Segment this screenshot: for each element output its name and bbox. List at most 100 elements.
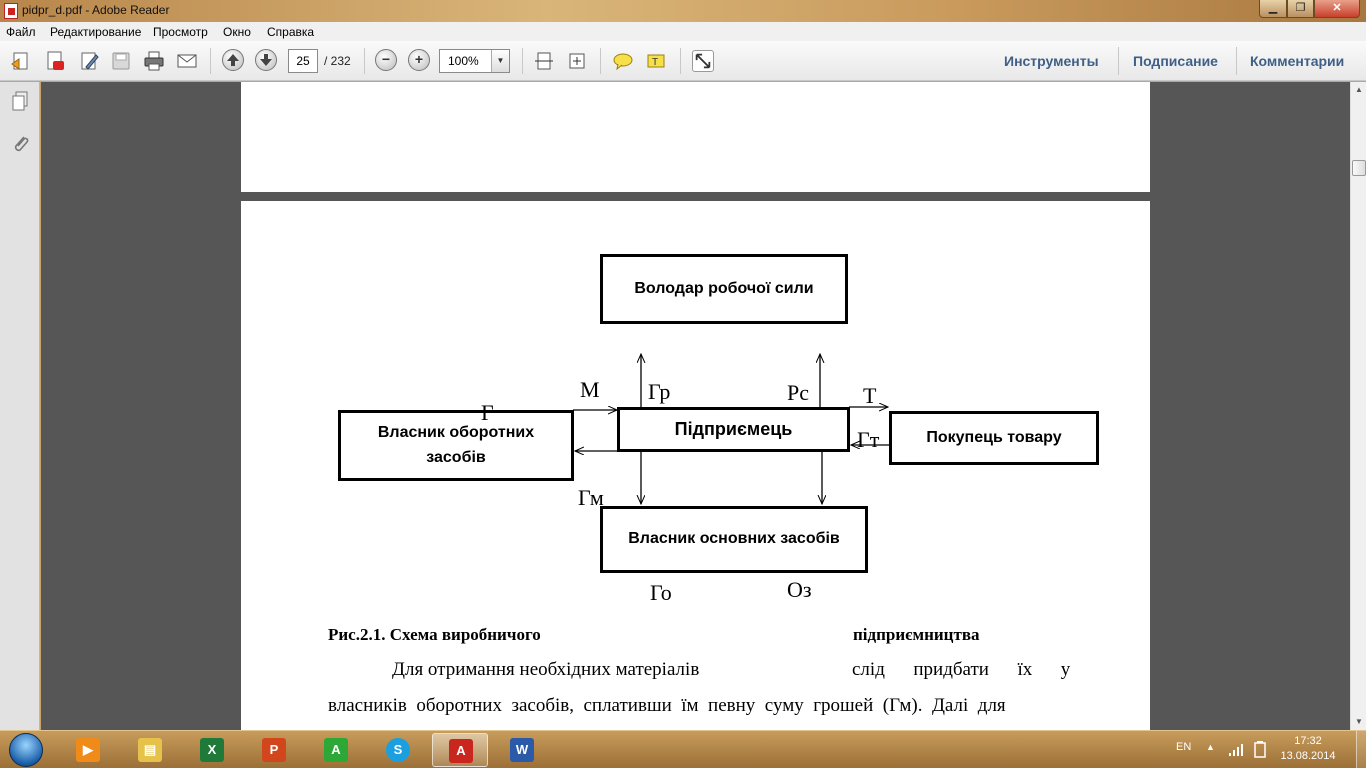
save-icon[interactable] — [110, 50, 132, 72]
label-g: Г — [481, 400, 494, 425]
menu-view[interactable]: Просмотр — [153, 25, 208, 39]
start-button[interactable] — [5, 731, 49, 768]
comments-link[interactable]: Комментарии — [1250, 53, 1345, 69]
diagram-arrows — [573, 201, 889, 730]
close-button[interactable]: ✕ — [1314, 0, 1360, 18]
show-desktop-button[interactable] — [1356, 731, 1366, 768]
taskbar-skype[interactable]: S — [370, 733, 426, 767]
node-labor-owner-label: Володар робочої сили — [634, 279, 814, 297]
menu-edit[interactable]: Редактирование — [50, 25, 142, 39]
page-total: / 232 — [324, 54, 351, 68]
sign-link[interactable]: Подписание — [1133, 53, 1218, 69]
vertical-scrollbar[interactable]: ▲ ▼ — [1350, 82, 1366, 730]
next-page-button[interactable] — [255, 49, 277, 71]
folder-icon: ▤ — [138, 738, 162, 762]
taskbar-excel[interactable]: X — [184, 733, 240, 767]
language-indicator[interactable]: EN — [1176, 741, 1192, 753]
zoom-value: 100% — [448, 54, 479, 68]
label-m: М — [580, 377, 600, 402]
page-current: Володар робочої сили Власник оборотних з… — [241, 201, 1150, 730]
open-icon[interactable] — [10, 50, 32, 72]
chevron-down-icon[interactable]: ▼ — [491, 50, 509, 72]
menu-file[interactable]: Файл — [6, 25, 36, 39]
menu-help[interactable]: Справка — [267, 25, 315, 39]
word-icon: W — [510, 738, 534, 762]
minimize-button[interactable]: ▁ — [1259, 0, 1287, 18]
window-title: pidpr_d.pdf - Adobe Reader — [22, 3, 170, 17]
toolbar-separator — [1118, 47, 1119, 75]
toolbar: 25 / 232 − + 100% ▼ T Инструменты Подпис… — [0, 41, 1366, 81]
toolbar-separator — [680, 48, 681, 74]
node-current-assets-owner: Власник оборотних засобів — [338, 410, 574, 481]
paragraph-line-1-left: Для отримання необхідних матеріалів — [392, 659, 700, 680]
scroll-up-icon[interactable]: ▲ — [1355, 85, 1363, 94]
label-gt: Гт — [857, 427, 880, 452]
email-icon[interactable] — [176, 50, 198, 72]
label-rs: Рс — [787, 380, 809, 405]
prev-page-button[interactable] — [222, 49, 244, 71]
taskbar-media-player[interactable]: ▶ — [60, 733, 116, 767]
clock-date: 13.08.2014 — [1280, 750, 1336, 762]
highlight-icon[interactable]: T — [645, 50, 667, 72]
menu-window[interactable]: Окно — [223, 25, 251, 39]
comment-icon[interactable] — [612, 50, 634, 72]
toolbar-separator — [522, 48, 523, 74]
arrow-up-icon — [227, 54, 239, 66]
node-fixed-assets-owner-label: Власник основних засобів — [628, 530, 840, 548]
page-previous — [241, 82, 1150, 192]
taskbar-powerpoint[interactable]: P — [246, 733, 302, 767]
tools-link[interactable]: Инструменты — [1004, 53, 1099, 69]
document-view[interactable]: Володар робочої сили Власник оборотних з… — [41, 82, 1350, 730]
print-icon[interactable] — [143, 50, 165, 72]
taskbar: ▶ ▤ X P A S A W EN ▲ 17:32 13.08.2014 — [0, 730, 1366, 768]
navigation-pane — [0, 82, 40, 730]
taskbar-explorer[interactable]: ▤ — [122, 733, 178, 767]
node-buyer-label: Покупець товару — [926, 428, 1062, 446]
node-entrepreneur-label: Підприємець — [674, 418, 793, 439]
powerpoint-icon: P — [262, 738, 286, 762]
windows-logo-icon — [9, 733, 43, 767]
green-a-icon: A — [324, 738, 348, 762]
svg-text:T: T — [652, 57, 658, 68]
node-entrepreneur: Підприємець — [617, 407, 850, 452]
paragraph-line-1-right: слід придбати їх у — [852, 659, 1071, 680]
zoom-select[interactable]: 100% ▼ — [439, 49, 510, 73]
zoom-in-button[interactable]: + — [408, 49, 430, 71]
toolbar-separator — [364, 48, 365, 74]
toolbar-separator — [600, 48, 601, 74]
label-oz: Оз — [787, 577, 812, 602]
pdf-app-icon — [4, 3, 18, 19]
battery-icon[interactable] — [1254, 741, 1266, 758]
pages-panel-icon[interactable] — [10, 90, 30, 112]
label-gr: Гр — [648, 379, 671, 404]
skype-icon: S — [386, 738, 410, 762]
network-signal-icon[interactable] — [1228, 743, 1244, 757]
node-current-assets-owner-label: Власник оборотних засобів — [377, 423, 535, 466]
taskbar-adobe-reader[interactable]: A — [432, 733, 488, 767]
toolbar-separator — [1236, 47, 1237, 75]
edit-icon[interactable] — [78, 50, 100, 72]
excel-icon: X — [200, 738, 224, 762]
taskbar-app-a[interactable]: A — [308, 733, 364, 767]
fit-page-icon[interactable] — [533, 50, 555, 72]
title-bar: pidpr_d.pdf - Adobe Reader ▁ ❐ ✕ — [0, 0, 1366, 22]
paragraph-line-2: власників оборотних засобів, сплативши ї… — [328, 695, 1006, 716]
node-buyer: Покупець товару — [889, 411, 1099, 465]
fit-width-icon[interactable] — [566, 50, 588, 72]
system-clock[interactable]: 17:32 13.08.2014 — [1272, 734, 1344, 764]
scroll-down-icon[interactable]: ▼ — [1355, 717, 1363, 726]
media-player-icon: ▶ — [76, 738, 100, 762]
label-gm: Гм — [578, 485, 604, 510]
taskbar-word[interactable]: W — [494, 733, 550, 767]
arrow-down-icon — [260, 54, 272, 66]
label-t: Т — [863, 383, 877, 408]
tray-expand-icon[interactable]: ▲ — [1206, 742, 1215, 752]
maximize-button[interactable]: ❐ — [1287, 0, 1314, 18]
zoom-out-button[interactable]: − — [375, 49, 397, 71]
attachments-panel-icon[interactable] — [10, 132, 30, 154]
scroll-thumb[interactable] — [1352, 160, 1366, 176]
fullscreen-icon[interactable] — [692, 50, 714, 72]
page-number-input[interactable]: 25 — [288, 49, 318, 73]
label-go: Го — [650, 580, 672, 605]
create-pdf-icon[interactable] — [44, 50, 66, 72]
